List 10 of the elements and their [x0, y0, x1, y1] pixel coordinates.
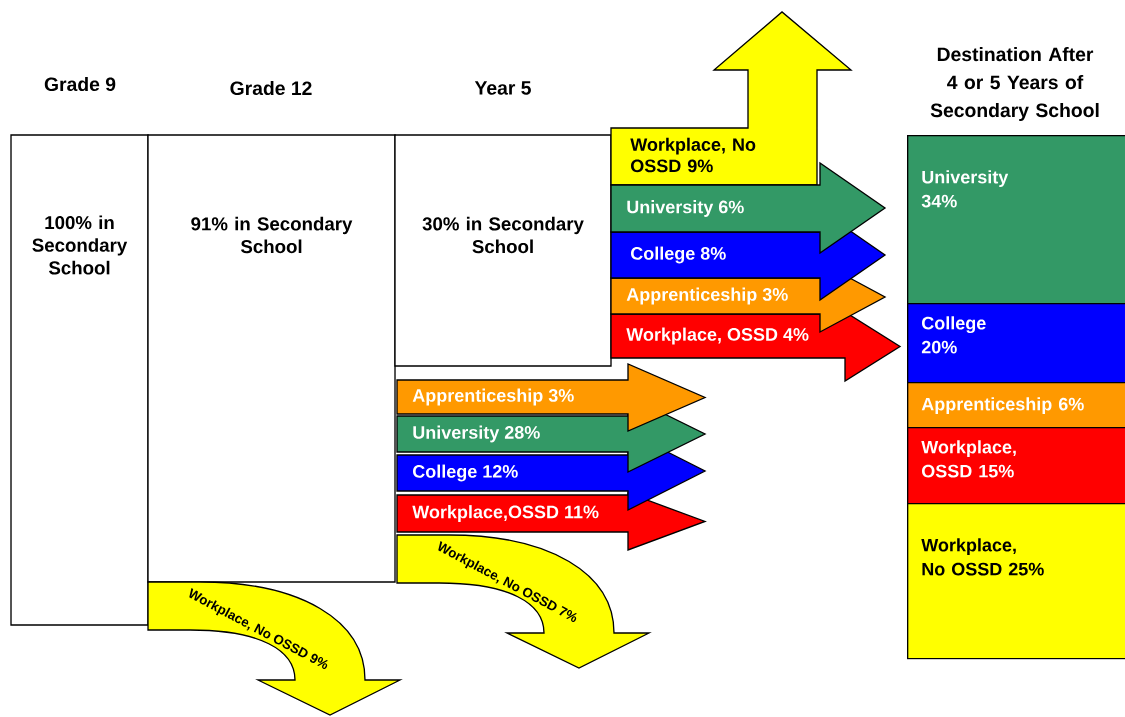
column-heading: Year 5: [474, 81, 531, 95]
stage-box: 100% in Secondary School: [10, 134, 149, 626]
column-heading: Grade 9: [44, 76, 116, 92]
destination-bar-segment: Workplace, No OSSD 25%: [907, 503, 1125, 660]
destination-bar-segment: University 34%: [907, 135, 1125, 305]
destination-bar-segment: Workplace, OSSD 15%: [907, 427, 1125, 505]
destination-bar-segment: College 20%: [907, 303, 1125, 384]
column-heading: Grade 12: [230, 80, 312, 96]
destination-bar-segment: Apprenticeship 6%: [907, 382, 1125, 429]
stage-box: 30% in Secondary School: [394, 134, 612, 367]
